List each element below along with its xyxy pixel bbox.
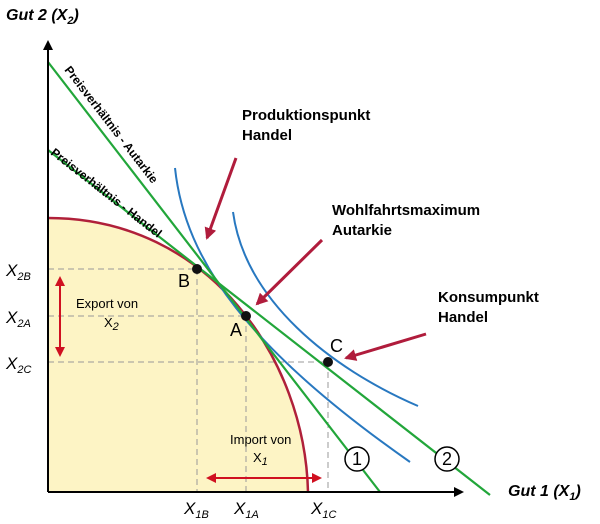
point-b-label: B xyxy=(178,271,190,291)
point-a-label: A xyxy=(230,320,242,340)
annotation-import-line1: Import von xyxy=(230,432,291,447)
curve-1-marker xyxy=(344,446,370,472)
point-a-dot xyxy=(241,311,251,321)
annotation-konsum-line2: Handel xyxy=(438,309,488,326)
guide-lines xyxy=(48,268,329,492)
arrow-konsum xyxy=(344,332,427,361)
curve-2-label: 2 xyxy=(442,449,452,469)
annotation-export-line2: X2 xyxy=(104,315,119,333)
annotation-produktion-line2: Handel xyxy=(242,127,292,144)
point-b-dot xyxy=(192,264,202,274)
tick-x2b: X2B xyxy=(5,261,31,283)
tick-x1b: X1B xyxy=(183,499,209,521)
price-line-handel xyxy=(47,149,491,496)
arrow-produktion xyxy=(204,157,238,240)
arrow-wohlfahrt xyxy=(255,238,324,306)
curve-1-label: 1 xyxy=(352,449,362,469)
curve-2-marker xyxy=(434,446,460,472)
annotation-konsum-line1: Konsumpunkt xyxy=(438,289,539,306)
point-c-label: C xyxy=(330,336,343,356)
annotation-wohlfahrt-line1: Wohlfahrtsmaximum xyxy=(332,202,480,219)
indifference-curve-2 xyxy=(232,211,419,407)
indifference-curve-1 xyxy=(174,167,411,463)
annotation-wohlfahrt-line2: Autarkie xyxy=(332,222,392,239)
tick-x2c: X2C xyxy=(5,354,31,376)
tick-x2a: X2A xyxy=(5,308,31,330)
annotation-export-line1: Export von xyxy=(76,296,138,311)
tick-x1a: X1A xyxy=(233,499,259,521)
price-line-autarkie xyxy=(47,61,381,493)
y-axis-title: Gut 2 (X2) xyxy=(6,7,79,27)
annotation-produktion-line1: Produktionspunkt xyxy=(242,107,370,124)
production-possibility-curve xyxy=(47,216,310,493)
point-c-dot xyxy=(323,357,333,367)
tick-x1c: X1C xyxy=(310,499,336,521)
production-possibility-area xyxy=(48,218,308,492)
x-axis-title: Gut 1 (X1) xyxy=(508,483,581,503)
annotation-import-line2: X1 xyxy=(253,450,268,468)
